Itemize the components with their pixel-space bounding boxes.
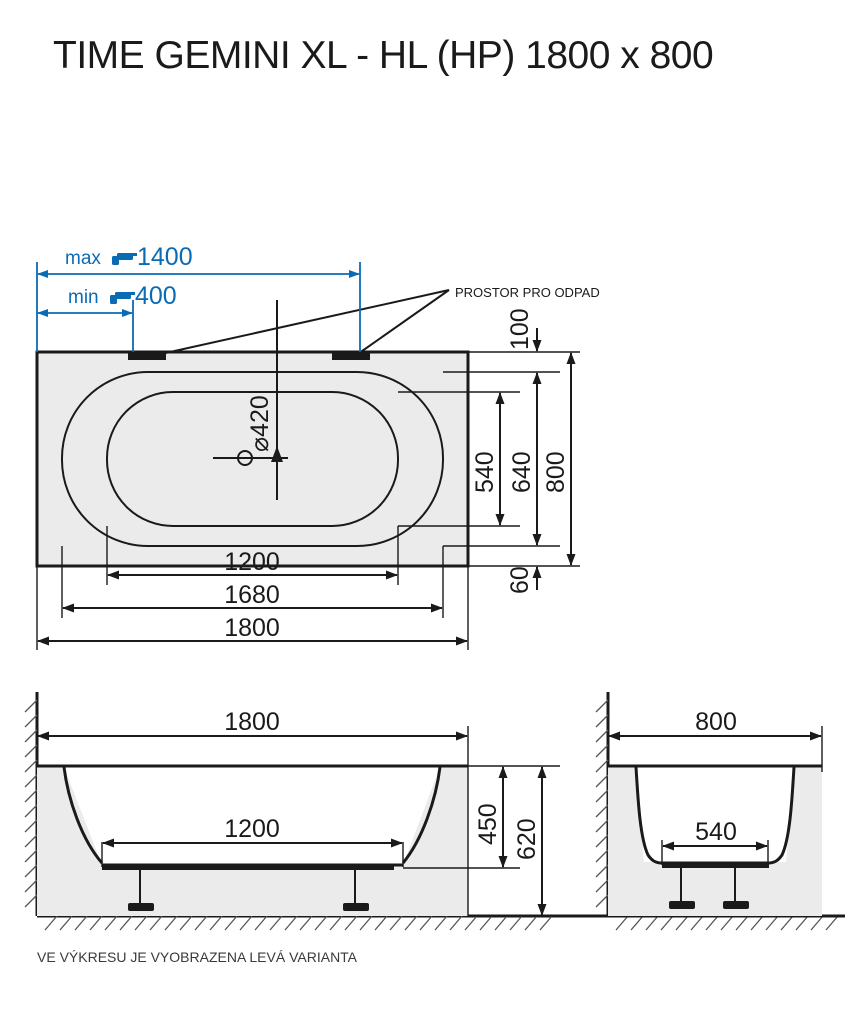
side-wall-hatching (595, 699, 609, 908)
plan-overall-length-label: 1800 (224, 614, 280, 642)
front-inner-depth-label: 450 (474, 803, 502, 845)
side-bath-interior (636, 767, 794, 862)
plan-right-dimensions: 100 540 640 800 60 (398, 308, 580, 594)
side-leg-right-foot (723, 901, 749, 909)
leader-line-right (354, 289, 450, 357)
plan-inner-width-label: 540 (471, 451, 499, 493)
front-bath-slope-right (401, 766, 442, 864)
plan-bath-outline (35, 350, 470, 568)
tap-min-value: 400 (135, 282, 177, 310)
side-bath-curve-left (634, 766, 663, 865)
front-bath-slope-left (62, 766, 104, 864)
plan-mid-width-label: 640 (508, 451, 536, 493)
side-bath-curve-right (767, 766, 796, 865)
tap-min-prefix: min (68, 287, 99, 308)
plan-bottom-dimensions: 1200 1680 1800 (36, 526, 469, 650)
tap-dimension-group: max 1400 min 400 (36, 243, 361, 352)
plan-waste-block-left (128, 351, 166, 360)
plan-bottom-offset-label: 60 (506, 566, 534, 594)
front-floor-hatching (44, 915, 553, 931)
plan-waste-block-right (332, 351, 370, 360)
plan-overall-width-label: 800 (542, 451, 570, 493)
plan-rim-outer (61, 371, 444, 547)
front-base-plate (102, 865, 394, 870)
drain-dim-arrow (271, 446, 283, 462)
front-leg-left-foot (128, 903, 154, 911)
front-wall-hatching (24, 699, 38, 908)
drain-circle-symbol (237, 450, 253, 466)
tap-max-prefix: max (65, 248, 101, 269)
waste-space-label: PROSTOR PRO ODPAD (455, 285, 600, 300)
side-base-width-label: 540 (695, 818, 737, 846)
front-total-height-label: 620 (513, 818, 541, 860)
plan-drain-diameter-label: ⌀420 (246, 395, 274, 452)
side-floor-hatching (615, 915, 839, 931)
footer-note: VE VÝKRESU JE VYOBRAZENA LEVÁ VARIANTA (37, 949, 358, 965)
front-overall-length-label: 1800 (224, 708, 280, 736)
side-overall-width-label: 800 (695, 708, 737, 736)
front-elevation-view: 1800 1200 450 620 (24, 692, 845, 931)
plan-top-offset-label: 100 (506, 308, 534, 350)
plan-basin-inner (106, 391, 399, 527)
faucet-icon (112, 253, 137, 265)
side-base-plate (662, 863, 769, 868)
front-base-length-label: 1200 (224, 815, 280, 843)
front-leg-right-foot (343, 903, 369, 911)
side-leg-left-foot (669, 901, 695, 909)
plan-base-length-label: 1200 (224, 548, 280, 576)
tap-max-value: 1400 (137, 243, 193, 271)
top-plan-view: PROSTOR PRO ODPAD max 1400 min (35, 243, 600, 650)
plan-inner-length-label: 1680 (224, 581, 280, 609)
leader-line-left (151, 289, 450, 357)
faucet-icon-min (110, 292, 135, 304)
page-title: TIME GEMINI XL - HL (HP) 1800 x 800 (53, 34, 713, 77)
side-elevation-view: 800 540 (595, 692, 845, 931)
